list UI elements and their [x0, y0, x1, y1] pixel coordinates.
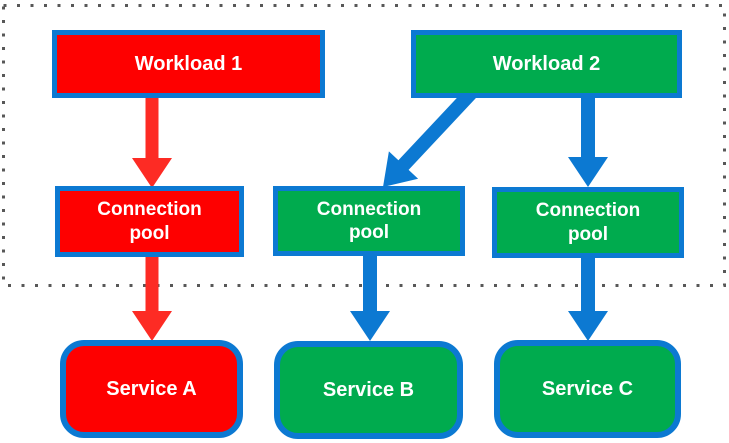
node-connection-pool-3-label: Connection pool — [535, 200, 641, 245]
node-connection-pool-1: Connection pool — [55, 186, 244, 257]
node-workload-1: Workload 1 — [52, 30, 325, 98]
node-workload-2-label: Workload 2 — [492, 52, 601, 75]
arrow-workload2-to-pool3 — [568, 92, 608, 187]
node-service-b: Service B — [274, 341, 463, 439]
node-service-a: Service A — [60, 340, 243, 438]
node-service-c: Service C — [494, 340, 681, 438]
arrow-workload2-to-pool2 — [383, 87, 478, 187]
node-connection-pool-1-label: Connection pool — [97, 199, 202, 244]
node-connection-pool-3: Connection pool — [492, 187, 684, 258]
node-connection-pool-2: Connection pool — [273, 186, 465, 256]
arrow-workload1-to-pool1 — [132, 92, 172, 188]
node-workload-2: Workload 2 — [411, 30, 682, 98]
node-service-c-label: Service C — [541, 377, 634, 400]
node-connection-pool-2-label: Connection pool — [316, 198, 422, 243]
arrow-pool3-to-serviceC — [568, 252, 608, 341]
node-service-a-label: Service A — [106, 377, 197, 400]
node-workload-1-label: Workload 1 — [134, 52, 243, 75]
node-service-b-label: Service B — [322, 378, 415, 401]
arrow-pool1-to-serviceA — [132, 252, 172, 341]
arrow-pool2-to-serviceB — [350, 252, 390, 341]
